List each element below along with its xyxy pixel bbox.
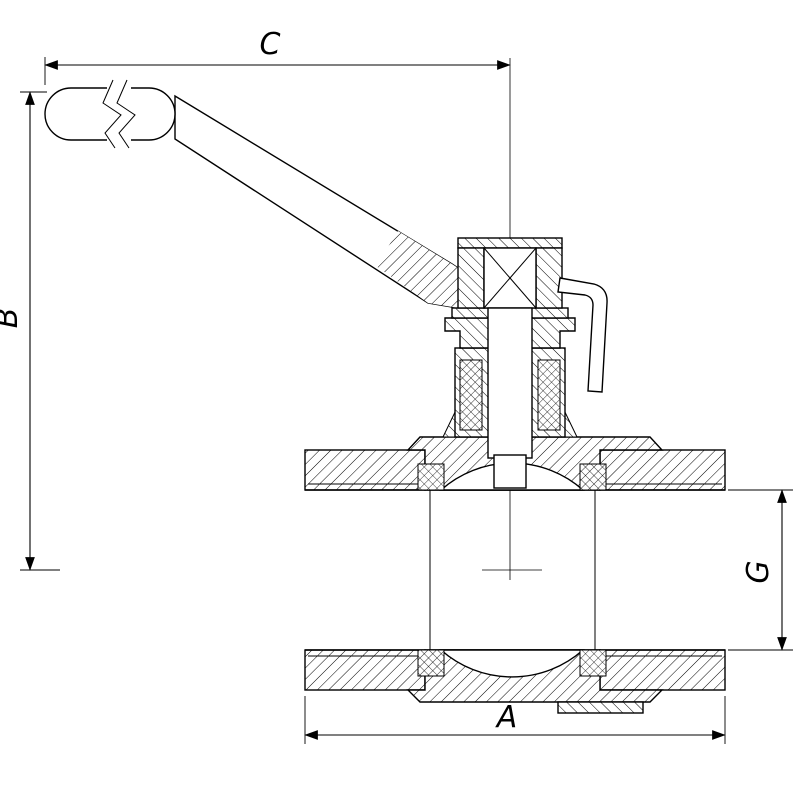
seat-ring (417, 649, 445, 677)
handle-arm-section (376, 231, 458, 308)
packing-left (459, 359, 483, 431)
stem-nut-right (535, 247, 563, 309)
stem-tang (493, 454, 527, 489)
stem-top-cap (457, 237, 563, 249)
dim-c-label: C (260, 27, 281, 62)
stem-nut-left (457, 247, 485, 309)
seat-ring (417, 463, 445, 491)
seat-ring (579, 649, 607, 677)
dimension-b: B (0, 91, 60, 571)
break-symbol-icon (102, 79, 122, 149)
handle-stop-hook (557, 277, 608, 393)
dim-b-label: B (0, 308, 25, 329)
dimension-a: A (304, 696, 726, 744)
stem-assembly (444, 237, 576, 489)
dim-g-label: G (741, 560, 776, 583)
dim-a-label: A (495, 700, 518, 735)
thread-lines (308, 483, 722, 657)
body-bottom-tab (557, 701, 644, 714)
dimension-c: C (44, 27, 511, 85)
ball-bottom-cap (439, 649, 585, 678)
dimension-g: G (728, 489, 793, 651)
packing-right (537, 359, 561, 431)
handle (44, 79, 459, 309)
seat-ring (579, 463, 607, 491)
seat-rings (417, 463, 607, 677)
stem-shaft (487, 307, 533, 459)
break-symbol-icon (116, 79, 136, 149)
stem-square-cross (483, 247, 537, 309)
